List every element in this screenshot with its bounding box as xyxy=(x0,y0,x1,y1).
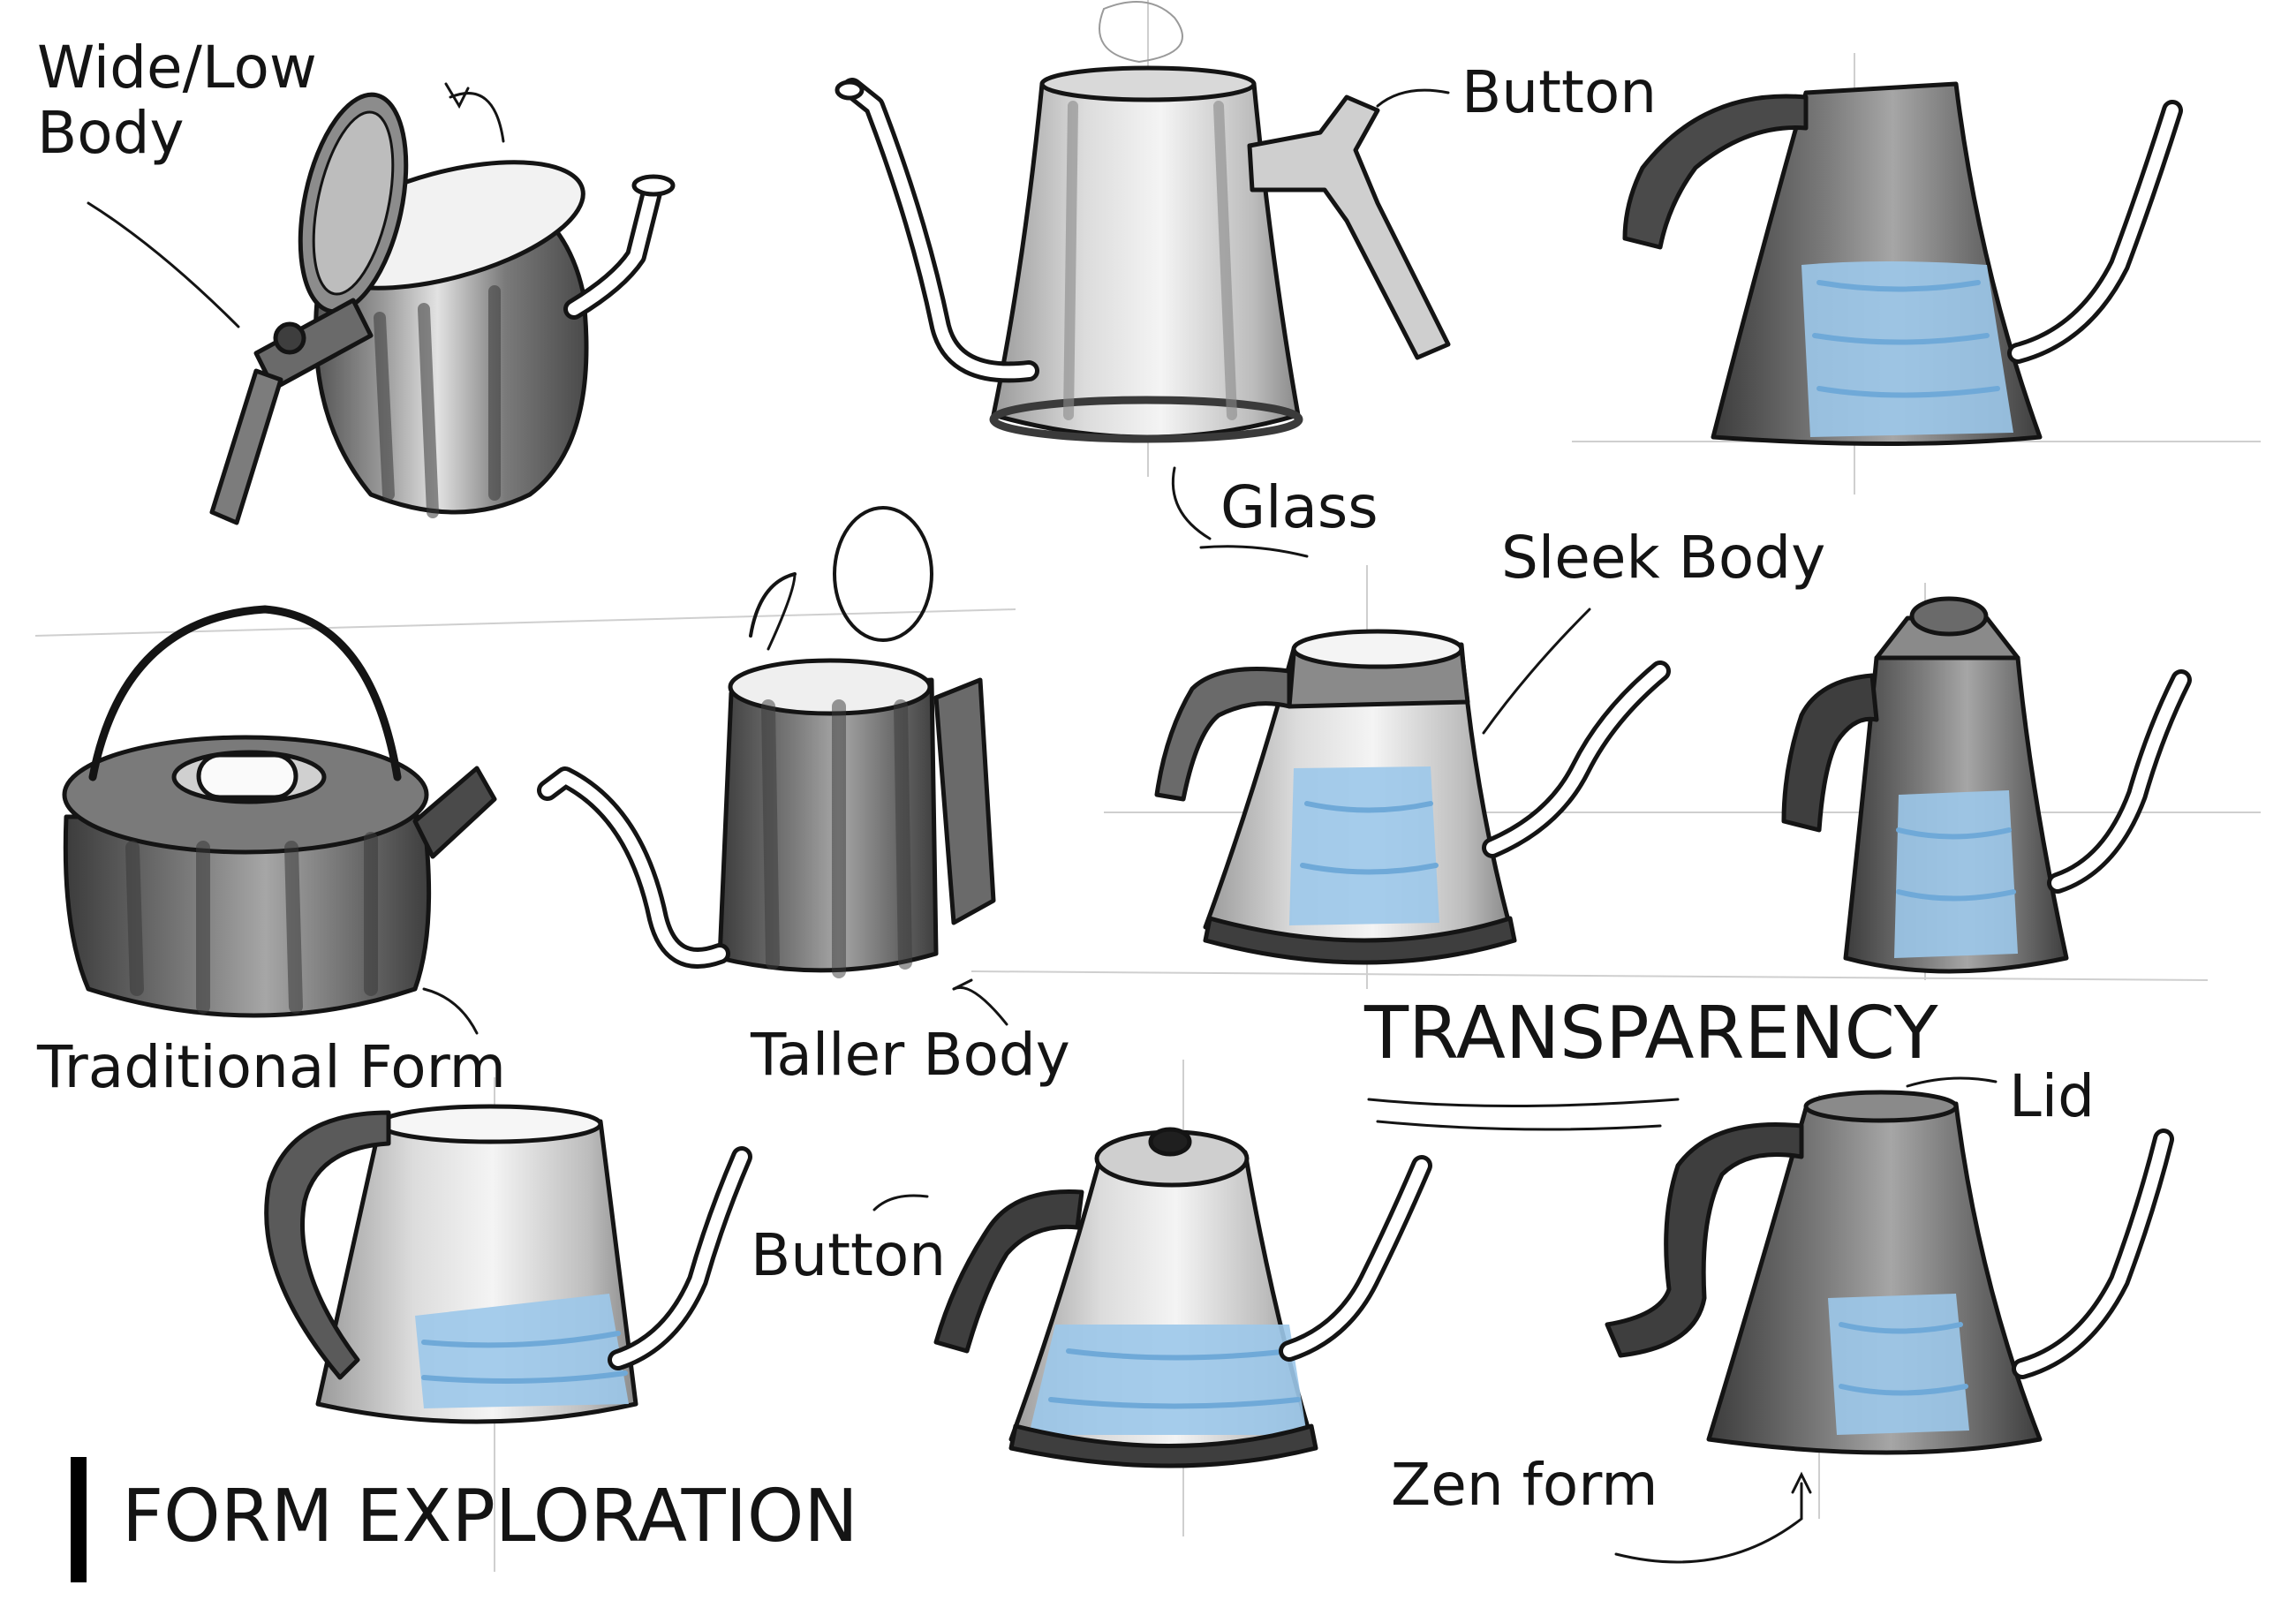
label-glass: Glass xyxy=(1220,473,1378,541)
kettle-traditional-form xyxy=(62,605,497,1018)
kettle-taller-body xyxy=(537,506,996,978)
kettle-button-bottom-center xyxy=(933,1127,1432,1468)
label-sleek-body: Sleek Body xyxy=(1501,524,1826,592)
label-lid: Lid xyxy=(2009,1062,2096,1130)
kettle-transparent-bottom-left xyxy=(264,1104,752,1424)
kettle-sleek-body xyxy=(1154,629,1671,965)
annotation-strokes xyxy=(87,82,1998,1564)
sheet-title: FORM EXPLORATION xyxy=(122,1475,858,1559)
kettle-transparent-mid-right xyxy=(1781,596,2192,974)
label-traditional-form: Traditional Form xyxy=(37,1033,506,1101)
label-button-top: Button xyxy=(1461,58,1658,126)
label-wide-low-body: Wide/Low Body xyxy=(37,34,317,167)
label-taller-body: Taller Body xyxy=(751,1021,1070,1089)
section-heading-transparency: TRANSPARENCY xyxy=(1364,992,1938,1076)
kettle-wide-low-body xyxy=(209,92,676,525)
label-zen-form: Zen form xyxy=(1391,1451,1658,1519)
kettle-transparent-top-right xyxy=(1622,81,2183,446)
label-button-bottom: Button xyxy=(751,1221,947,1289)
title-accent-bar xyxy=(71,1457,87,1582)
kettle-zen-form xyxy=(1605,1090,2174,1455)
kettle-glass xyxy=(835,1,1451,443)
